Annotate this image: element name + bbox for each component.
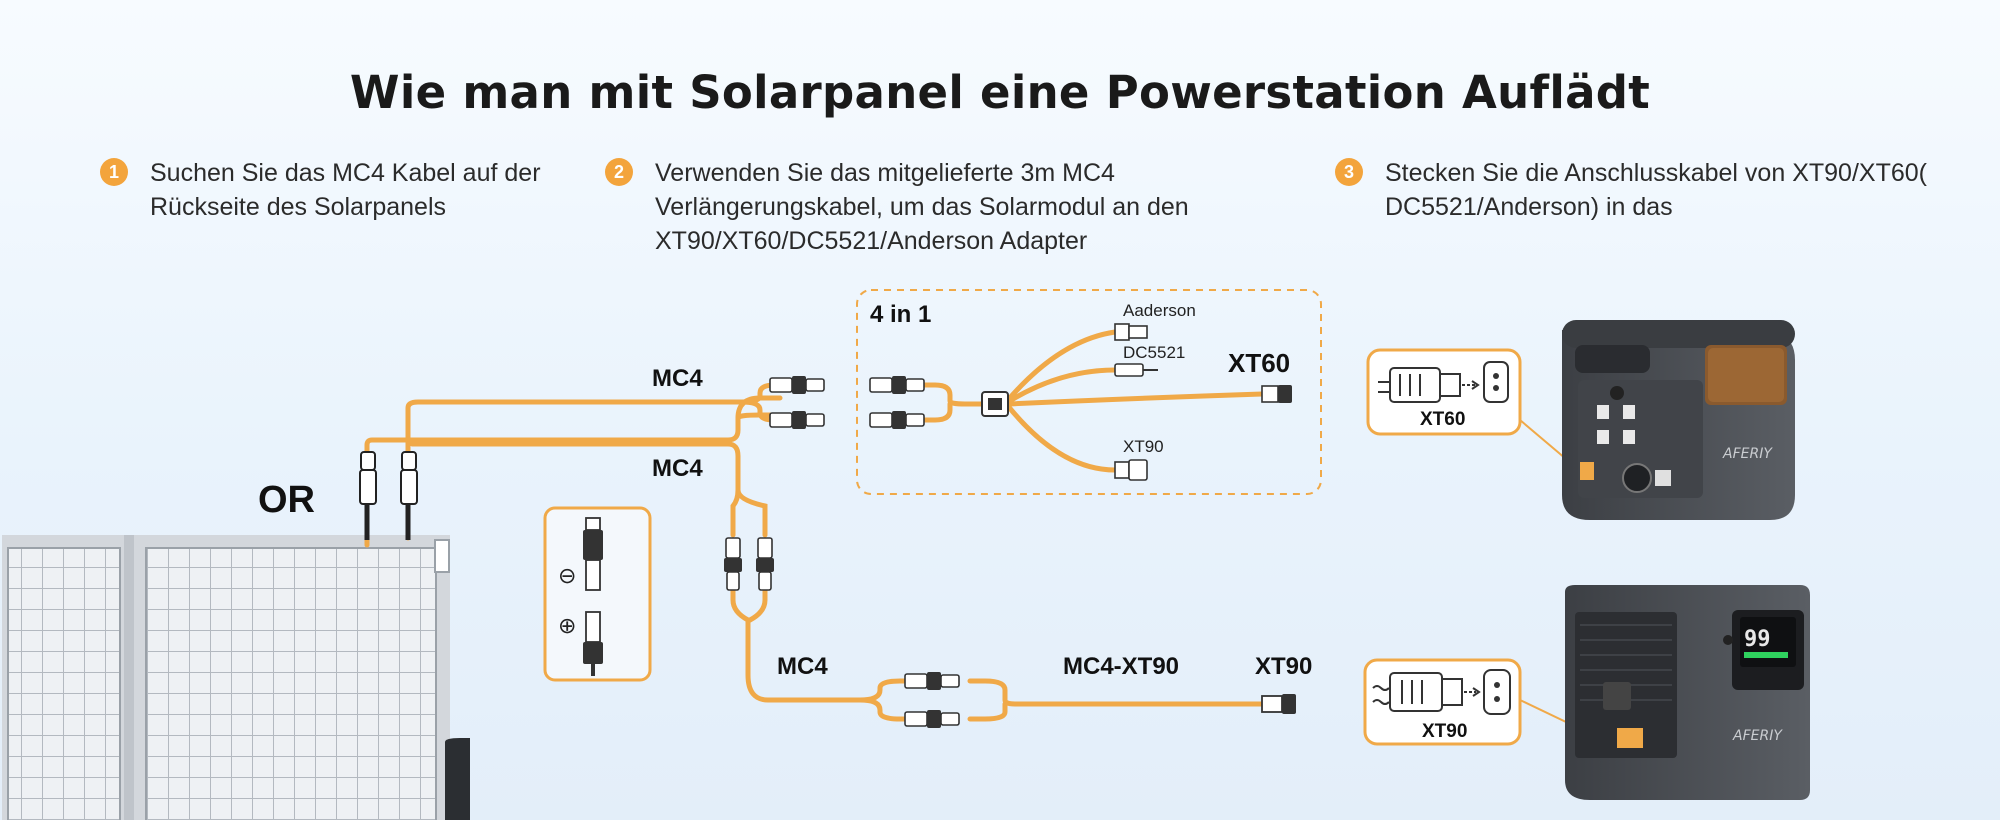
aaderson-label: Aaderson [1123, 301, 1196, 320]
step-number-2: 2 [605, 158, 633, 186]
xt60-output-label: XT60 [1228, 348, 1290, 378]
xt60-port-inset [1366, 348, 1522, 436]
panel-mc4-connector-left [359, 451, 377, 505]
panel-mc4-connector-right [400, 451, 418, 505]
brand-logo-top: AFERIY [1722, 446, 1773, 462]
power-station-top [1562, 320, 1795, 520]
step-1: 1 Suchen Sie das MC4 Kabel auf der Rücks… [100, 156, 600, 224]
xt90-small-label: XT90 [1123, 437, 1164, 456]
xt90-end-label: XT90 [1255, 653, 1312, 680]
mc4-xt90-label: MC4-XT90 [1063, 653, 1179, 680]
power-station-bottom [1565, 585, 1810, 800]
step-text-1: Suchen Sie das MC4 Kabel auf der Rücksei… [150, 159, 541, 221]
step-2: 2 Verwenden Sie das mitgelieferte 3m MC4… [605, 156, 1205, 258]
mc4-label-mid: MC4 [652, 455, 703, 482]
step-text-3: Stecken Sie die Anschlusskabel von XT90/… [1385, 159, 1927, 221]
plus-icon: ⊕ [558, 613, 576, 638]
step-text-2: Verwenden Sie das mitgelieferte 3m MC4 V… [655, 159, 1189, 255]
page-title: Wie man mit Solarpanel eine Powerstation… [349, 66, 1651, 119]
step-number-3: 3 [1335, 158, 1363, 186]
minus-icon: ⊖ [558, 563, 576, 588]
mc4-connector-vertical [723, 537, 775, 591]
display-readout: 99 [1744, 627, 1771, 652]
xt90-port-inset [1363, 658, 1522, 746]
step-3: 3 Stecken Sie die Anschlusskabel von XT9… [1335, 156, 1955, 224]
dc5521-label: DC5521 [1123, 343, 1185, 362]
xt90-end-connector [1261, 694, 1296, 714]
mc4-connector-top [769, 375, 825, 430]
four-in-one-label: 4 in 1 [870, 301, 931, 328]
or-label: OR [258, 479, 315, 521]
inset-xt90-label: XT90 [1422, 721, 1467, 742]
mc4-label-bottom: MC4 [777, 653, 828, 680]
four-in-one-adapter [856, 289, 1322, 495]
solar-panel [2, 535, 470, 820]
brand-logo-bottom: AFERIY [1732, 728, 1783, 744]
mc4-connector-bottom [904, 671, 960, 729]
mc4-label-top: MC4 [652, 365, 703, 392]
step-number-1: 1 [100, 158, 128, 186]
inset-xt60-label: XT60 [1420, 409, 1465, 430]
polarity-inset [543, 506, 652, 682]
